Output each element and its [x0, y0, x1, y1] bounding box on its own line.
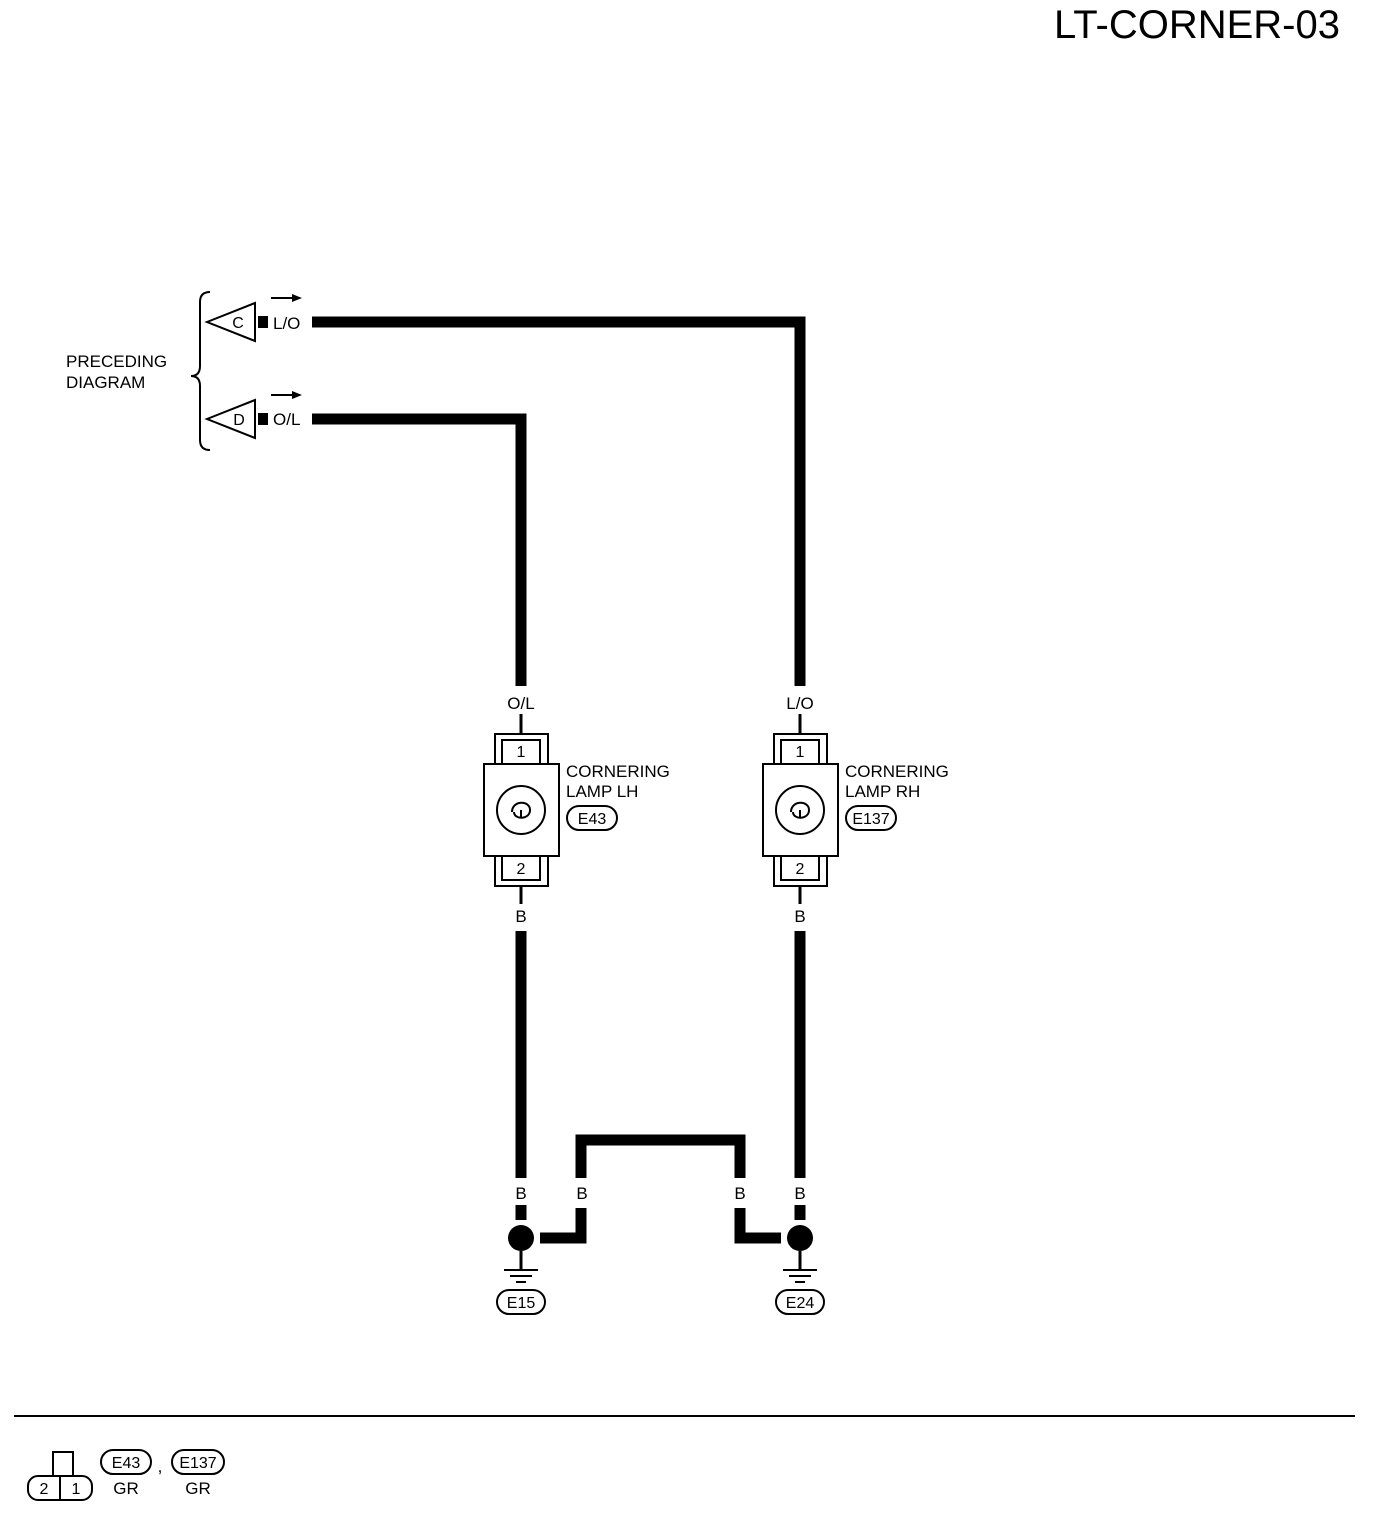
legend-pin-left: 2	[40, 1481, 49, 1498]
bulb-icon	[775, 785, 825, 835]
connector-d-wire-label: O/L	[273, 410, 300, 429]
ground-wire-label-bridge-left: B	[576, 1184, 587, 1203]
lamp-lh-connector-badge	[566, 805, 618, 831]
lamp-lh-top-wire-label: O/L	[507, 694, 534, 713]
ground-e15-badge	[496, 1289, 546, 1315]
bulb-filament-icon	[511, 801, 532, 819]
ground-e15-junction-dot	[508, 1225, 534, 1251]
connector-legend: 2 1 E43 , E137 GR GR	[27, 1449, 225, 1501]
lamp-rh-bottom-wire-label: B	[794, 907, 805, 926]
bulb-icon	[496, 785, 546, 835]
ground-e24-badge	[775, 1289, 825, 1315]
lamp-lh-pin-bottom: 2	[517, 861, 526, 878]
connector-d-triangle-icon	[204, 398, 256, 440]
wire-ground-bridge-right	[734, 1208, 781, 1244]
legend-connector-2: E137	[179, 1455, 216, 1472]
connector-d[interactable]: D O/L	[204, 391, 302, 440]
lamp-rh-bottom-connector-inner	[780, 855, 820, 881]
lamp-lh-bottom-connector-inner	[501, 855, 541, 881]
lamp-rh-name-line2: LAMP RH	[845, 782, 920, 801]
legend-color-1: GR	[113, 1479, 139, 1498]
cornering-lamp-rh[interactable]: L/O 1 2 B CORNERING LAMP RH E137	[762, 694, 949, 926]
ground-wire-labels: B B B B	[515, 1184, 805, 1203]
wire-ground-bridge-top	[575, 1134, 746, 1178]
lamp-rh-pin-top: 1	[796, 744, 805, 761]
lamp-rh-connector-id: E137	[852, 811, 889, 828]
ground-wire-label-rh: B	[794, 1184, 805, 1203]
lamp-rh-name-line1: CORNERING	[845, 762, 949, 781]
ground-wire-label-lh: B	[515, 1184, 526, 1203]
legend-separator: ,	[158, 1457, 163, 1476]
legend-pin-right: 1	[72, 1481, 81, 1498]
ground-e24-junction-dot	[787, 1225, 813, 1251]
lamp-lh-name-line2: LAMP LH	[566, 782, 638, 801]
page-title: LT-CORNER-03	[1054, 3, 1340, 47]
legend-connector-1-badge	[100, 1449, 152, 1475]
connector-c-wire-label: L/O	[273, 314, 300, 333]
legend-connector-1: E43	[112, 1455, 141, 1472]
preceding-brace	[190, 291, 211, 451]
ground-e24[interactable]: E24	[775, 1225, 825, 1315]
bulb-filament-icon	[790, 801, 811, 819]
wire-l-o-to-rh-lamp	[312, 316, 806, 686]
connector-c-terminal	[258, 316, 268, 328]
lamp-rh-top-connector-inner	[780, 739, 820, 765]
lamp-rh-top-wire-label: L/O	[786, 694, 813, 713]
preceding-label-line1: PRECEDING	[66, 352, 167, 371]
lamp-lh-name-line1: CORNERING	[566, 762, 670, 781]
cornering-lamp-lh[interactable]: O/L 1 2 B CORNERING LAMP LH E43	[483, 694, 670, 926]
preceding-label-line2: DIAGRAM	[66, 373, 145, 392]
connector-d-terminal	[258, 413, 268, 425]
wires	[312, 316, 806, 1244]
lamp-rh-connector-badge	[845, 805, 897, 831]
legend-connector-2-badge	[171, 1449, 225, 1475]
ground-e15[interactable]: E15	[496, 1225, 546, 1315]
wire-ground-bridge-left	[540, 1208, 587, 1244]
ground-wire-label-bridge-right: B	[734, 1184, 745, 1203]
lamp-lh-connector-id: E43	[578, 811, 607, 828]
connector-c-triangle-icon	[204, 301, 256, 343]
lamp-lh-pin-top: 1	[517, 744, 526, 761]
wire-o-l-to-lh-lamp	[312, 413, 527, 686]
ground-e24-label: E24	[786, 1295, 815, 1312]
connector-face-tab-icon	[52, 1451, 74, 1477]
ground-e15-label: E15	[507, 1295, 536, 1312]
legend-color-2: GR	[185, 1479, 211, 1498]
connector-c-arrow-icon	[292, 294, 302, 302]
connector-c[interactable]: C L/O	[204, 294, 302, 343]
connector-d-letter: D	[233, 412, 245, 429]
connector-c-letter: C	[232, 315, 244, 332]
preceding-diagram-group: PRECEDING DIAGRAM C L/O D O/L	[66, 291, 302, 451]
connector-d-arrow-icon	[292, 391, 302, 399]
lamp-rh-pin-bottom: 2	[796, 861, 805, 878]
lamp-lh-bottom-wire-label: B	[515, 907, 526, 926]
